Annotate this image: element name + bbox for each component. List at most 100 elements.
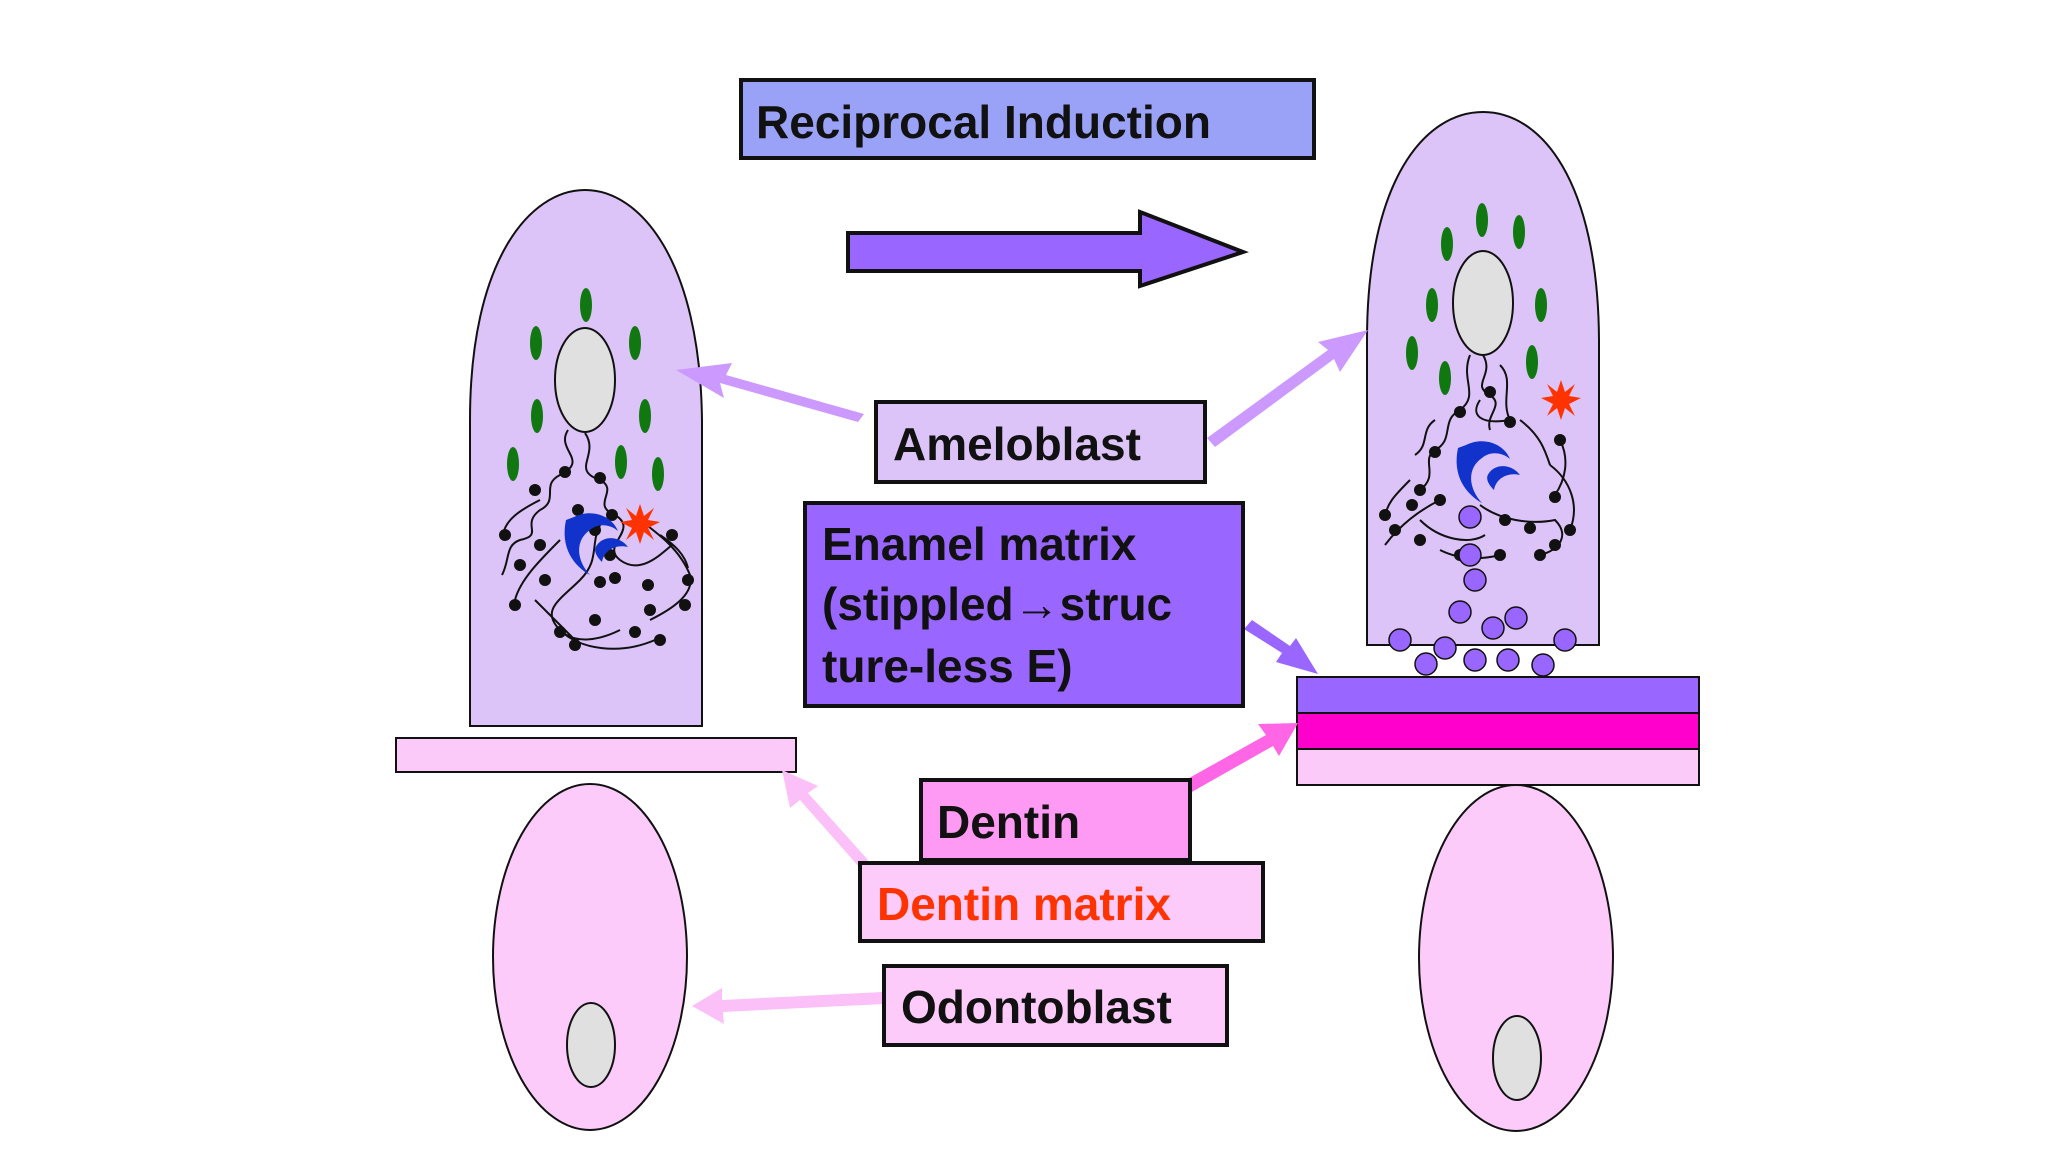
er-dot [654, 634, 666, 646]
left-golgi [564, 513, 628, 575]
granule [1513, 215, 1525, 249]
dentin-arrow [1182, 723, 1298, 793]
odontoblast-arrow [692, 988, 884, 1024]
enamel-droplet [1531, 653, 1555, 677]
right-tissue-layers [1296, 676, 1700, 786]
granule [1441, 227, 1453, 261]
er-dot [559, 466, 571, 478]
right-ameloblast-cell [1366, 110, 1600, 677]
er-dot [1549, 491, 1561, 503]
er-dot [1484, 386, 1496, 398]
right-secretory-star [1541, 380, 1581, 420]
granule [1535, 288, 1547, 322]
er-dot [1414, 534, 1426, 546]
er-dot [1549, 539, 1561, 551]
left-ameloblast-cell [469, 188, 703, 727]
er-dot [1389, 524, 1401, 536]
enamel-droplet [1504, 606, 1528, 630]
right-odontoblast-body [1418, 784, 1614, 1132]
enamel-layer [1296, 676, 1700, 714]
odontoblast-label-box [882, 964, 1229, 1047]
title-text: Reciprocal Induction [756, 96, 1211, 148]
left-er-dots [499, 466, 694, 651]
er-dot [679, 599, 691, 611]
right-ameloblast-nucleus [1452, 250, 1514, 356]
enamel-droplet [1481, 616, 1505, 640]
er-dot [609, 572, 621, 584]
granule [615, 445, 627, 479]
er-dot [514, 559, 526, 571]
ameloblast-arrows [676, 330, 1368, 447]
er-dot [1554, 434, 1566, 446]
er-dot [594, 472, 606, 484]
left-ameloblast-nucleus [554, 327, 616, 433]
er-dot [1454, 406, 1466, 418]
er-dot [499, 529, 511, 541]
er-dot [1434, 494, 1446, 506]
granule [652, 457, 664, 491]
er-dot [509, 599, 521, 611]
er-dot [629, 626, 641, 638]
er-dot [529, 484, 541, 496]
er-dot [644, 604, 656, 616]
right-odontoblast-cell [1418, 784, 1614, 1132]
granule [629, 326, 641, 360]
er-dot [1379, 509, 1391, 521]
enamel-droplet [1458, 543, 1482, 567]
granule [531, 399, 543, 433]
granule [1439, 361, 1451, 395]
er-dot [554, 626, 566, 638]
granule [530, 326, 542, 360]
ameloblast-right-arrow [1207, 330, 1368, 447]
granule [1476, 203, 1488, 237]
er-dot [1564, 524, 1576, 536]
granule [1526, 345, 1538, 379]
left-odontoblast-cell [492, 783, 688, 1131]
er-dot [1414, 484, 1426, 496]
left-odontoblast-nucleus [566, 1002, 616, 1088]
enamel-matrix-label-box [803, 501, 1245, 708]
enamel-droplet [1458, 505, 1482, 529]
dentin-label: Dentin [937, 796, 1080, 848]
enamel-droplet [1463, 648, 1487, 672]
granule [639, 399, 651, 433]
right-dentin-matrix-layer [1296, 748, 1700, 786]
right-granules [1406, 203, 1547, 395]
title-box [739, 78, 1316, 160]
enamel-matrix-line-1: Enamel matrix [822, 518, 1137, 570]
left-granules [507, 288, 664, 491]
enamel-droplet [1553, 628, 1577, 652]
ameloblast-left-arrow [676, 363, 864, 422]
er-dot [1494, 549, 1506, 561]
er-dot [539, 574, 551, 586]
granule [507, 447, 519, 481]
left-ameloblast-body [469, 188, 703, 727]
odontoblast-label: Odontoblast [901, 981, 1172, 1033]
er-dot [642, 579, 654, 591]
ameloblast-label-box [874, 400, 1207, 484]
er-dot [606, 509, 618, 521]
er-dot [572, 504, 584, 516]
right-er-dots [1379, 386, 1576, 561]
er-dot [569, 639, 581, 651]
enamel-droplet [1388, 628, 1412, 652]
er-dot [1534, 549, 1546, 561]
main-induction-arrow [846, 209, 1249, 289]
dentin-label-box [919, 778, 1192, 862]
er-dot [589, 614, 601, 626]
dentin-matrix-label: Dentin matrix [877, 878, 1171, 930]
er-dot [594, 576, 606, 588]
granule [1406, 336, 1418, 370]
ameloblast-label: Ameloblast [893, 418, 1141, 470]
er-dot [534, 539, 546, 551]
er-dot [1406, 499, 1418, 511]
enamel-droplet [1448, 600, 1472, 624]
granule [580, 288, 592, 322]
right-enamel-droplets [1388, 505, 1577, 677]
er-dot [1499, 514, 1511, 526]
er-dot [1524, 522, 1536, 534]
er-dot [666, 529, 678, 541]
enamel-matrix-line-2: (stippled→struc [822, 578, 1172, 630]
